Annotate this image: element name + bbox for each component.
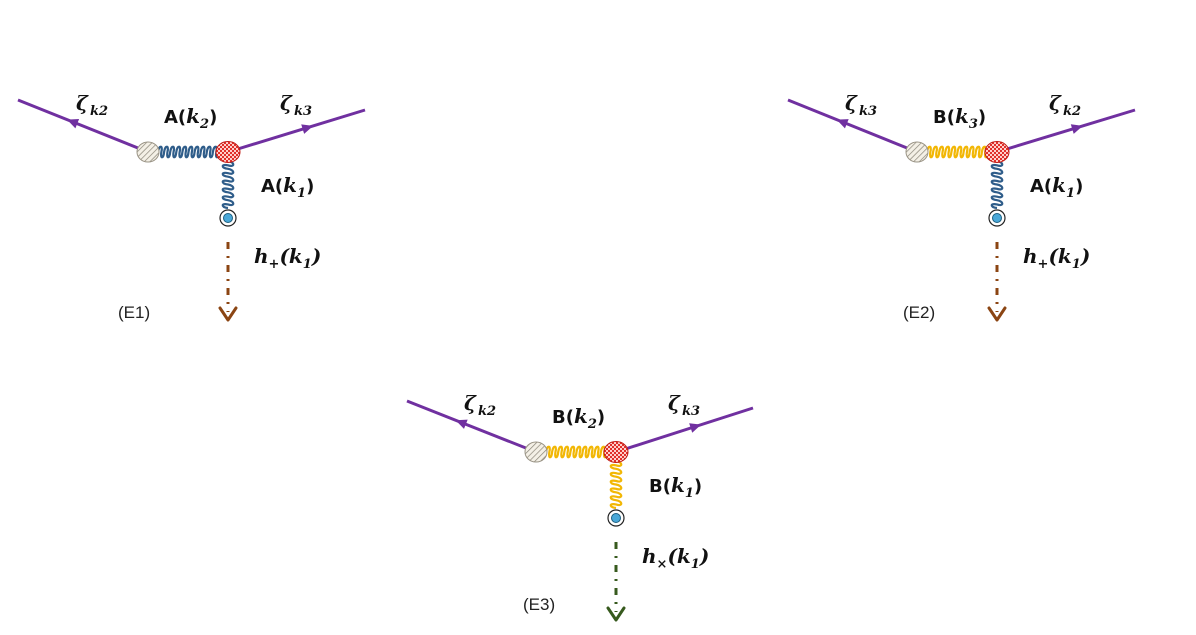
right-zeta-label: ζ bbox=[1049, 91, 1062, 115]
right-zeta-label: ζ bbox=[280, 91, 293, 115]
down-arrow-icon bbox=[987, 306, 1007, 322]
right-arrow-icon bbox=[689, 423, 702, 433]
right-zeta-label-sub: k3 bbox=[682, 404, 700, 419]
diagram-tag: (E1) bbox=[118, 303, 150, 322]
left-scalar-line bbox=[787, 98, 918, 154]
horizontal-gauge-propagator bbox=[544, 445, 609, 459]
down-arrow-icon bbox=[218, 306, 238, 322]
horizontal-field-label: A(k2) bbox=[164, 104, 217, 132]
left-zeta-label-sub: k2 bbox=[478, 404, 496, 419]
vertical-gauge-propagator bbox=[609, 459, 623, 510]
left-scalar-line bbox=[406, 399, 537, 454]
down-arrow-icon bbox=[606, 606, 626, 622]
left-zeta-label: ζ bbox=[845, 91, 858, 115]
red-vertex-icon bbox=[215, 141, 241, 163]
vertical-gauge-propagator bbox=[990, 159, 1004, 210]
left-arrow-icon bbox=[455, 419, 468, 429]
tensor-mode-label: h+(k1) bbox=[254, 244, 321, 272]
left-zeta-label-sub: k2 bbox=[90, 104, 108, 119]
horizontal-gauge-propagator bbox=[925, 145, 990, 159]
left-zeta-label: ζ bbox=[464, 391, 477, 415]
diagram-tag: (E2) bbox=[903, 303, 935, 322]
diagram-tag: (E3) bbox=[523, 595, 555, 614]
left-arrow-icon bbox=[836, 119, 849, 129]
end-point-inner-icon bbox=[611, 513, 621, 523]
tensor-mode-label: h+(k1) bbox=[1023, 244, 1090, 272]
end-point-inner-icon bbox=[992, 213, 1002, 223]
left-zeta-label: ζ bbox=[76, 91, 89, 115]
right-zeta-label: ζ bbox=[668, 391, 681, 415]
vertical-field-label: A(k1) bbox=[1030, 173, 1083, 201]
end-point-inner-icon bbox=[223, 213, 233, 223]
right-arrow-icon bbox=[1070, 124, 1083, 134]
right-arrow-icon bbox=[301, 124, 314, 134]
tensor-mode-label: h×(k1) bbox=[642, 544, 709, 572]
right-scalar-line bbox=[615, 406, 754, 454]
vertical-gauge-propagator bbox=[221, 159, 235, 210]
hatched-vertex-icon bbox=[136, 141, 160, 163]
red-vertex-icon bbox=[603, 441, 629, 463]
right-scalar-line bbox=[996, 108, 1136, 154]
horizontal-gauge-propagator bbox=[156, 145, 221, 159]
horizontal-field-label: B(k3) bbox=[933, 104, 986, 132]
left-arrow-icon bbox=[67, 119, 80, 129]
right-zeta-label-sub: k2 bbox=[1063, 104, 1081, 119]
right-scalar-line bbox=[227, 108, 366, 154]
hatched-vertex-icon bbox=[524, 441, 548, 463]
vertical-field-label: A(k1) bbox=[261, 173, 314, 201]
vertical-field-label: B(k1) bbox=[649, 473, 702, 501]
hatched-vertex-icon bbox=[905, 141, 929, 163]
left-scalar-line bbox=[17, 98, 149, 154]
red-vertex-icon bbox=[984, 141, 1010, 163]
horizontal-field-label: B(k2) bbox=[552, 404, 605, 432]
left-zeta-label-sub: k3 bbox=[859, 104, 877, 119]
right-zeta-label-sub: k3 bbox=[294, 104, 312, 119]
